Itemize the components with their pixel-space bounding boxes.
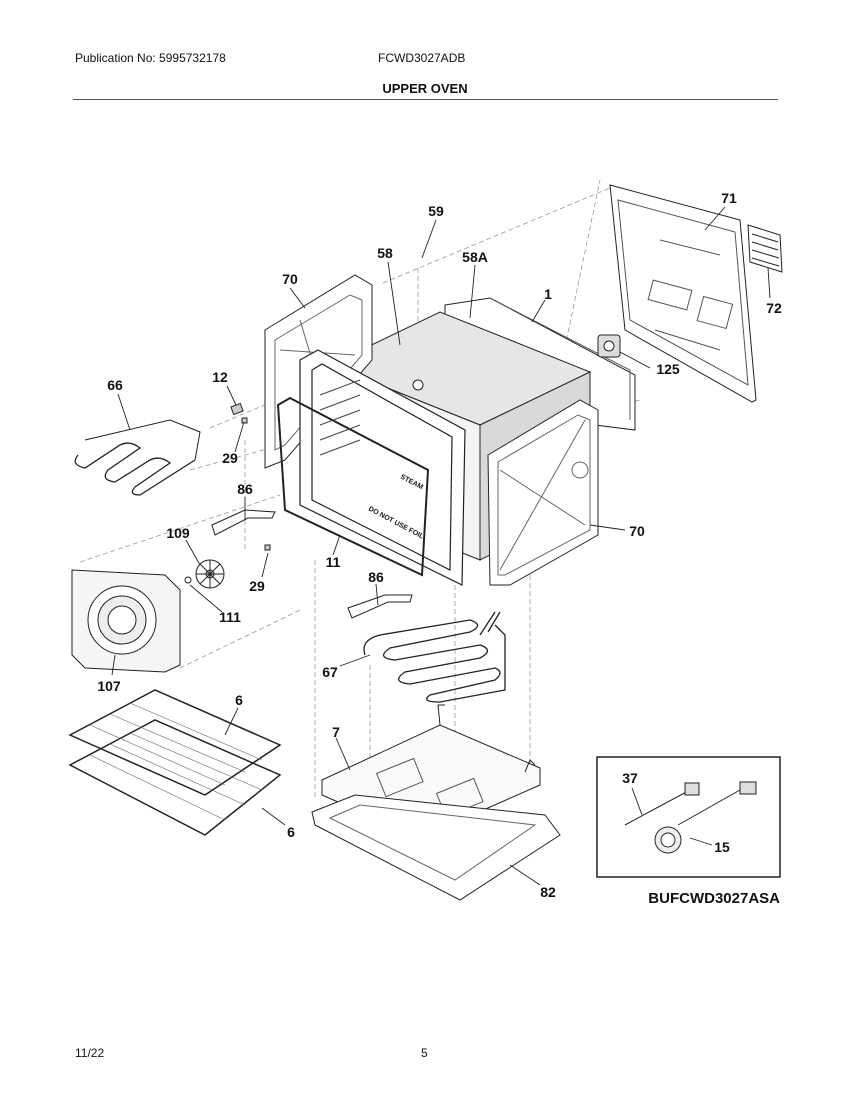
- kit-code: BUFCWD3027ASA: [648, 890, 780, 907]
- part-callouts: 59 71 58 58A 70 1 72 125 12 66 29 86 70 …: [97, 190, 782, 900]
- fan-blade: [195, 559, 225, 589]
- callout-29-top: 29: [222, 450, 238, 466]
- callout-72: 72: [766, 300, 782, 316]
- callout-58: 58: [377, 245, 393, 261]
- callout-70-left: 70: [282, 271, 298, 287]
- bottom-pan: [311, 794, 561, 901]
- publication-number: Publication No: 5995732178: [75, 51, 226, 65]
- callout-1: 1: [544, 286, 552, 302]
- broil-element: [74, 419, 201, 496]
- callout-66: 66: [107, 377, 123, 393]
- rack-guides: [319, 379, 361, 456]
- oven-racks: [68, 689, 282, 836]
- fan-motor: [597, 334, 621, 358]
- callout-107: 107: [97, 678, 121, 694]
- callout-29-bottom: 29: [249, 578, 265, 594]
- callout-82: 82: [540, 884, 556, 900]
- kit-inset: [596, 756, 781, 878]
- callout-37: 37: [622, 770, 638, 786]
- rear-panel: [609, 184, 757, 403]
- front-frame: [276, 349, 466, 586]
- callout-86-bottom: 86: [368, 569, 384, 585]
- page-number: 5: [421, 1046, 428, 1060]
- callout-71: 71: [721, 190, 737, 206]
- callout-15: 15: [714, 839, 730, 855]
- callout-67: 67: [322, 664, 338, 680]
- callout-59: 59: [428, 203, 444, 219]
- convection-cover: [71, 569, 181, 673]
- callout-86-top: 86: [237, 481, 253, 497]
- model-number: FCWD3027ADB: [378, 51, 466, 65]
- page-title: UPPER OVEN: [382, 81, 468, 96]
- small-parts: [184, 402, 271, 584]
- bake-element: [363, 611, 506, 703]
- callout-125: 125: [656, 361, 680, 377]
- callout-6-bottom: 6: [287, 824, 295, 840]
- vent-grille: [747, 224, 783, 273]
- callout-70-right: 70: [629, 523, 645, 539]
- callout-109: 109: [166, 525, 190, 541]
- callout-58a: 58A: [462, 249, 488, 265]
- callout-12: 12: [212, 369, 228, 385]
- callout-11: 11: [326, 554, 341, 570]
- header-rule: [73, 99, 778, 100]
- callout-leaders: [111, 206, 771, 886]
- callout-7: 7: [332, 724, 340, 740]
- callout-6-top: 6: [235, 692, 243, 708]
- side-panel-right: [487, 399, 599, 586]
- callout-111: 111: [219, 609, 241, 625]
- footer-date: 11/22: [75, 1046, 105, 1060]
